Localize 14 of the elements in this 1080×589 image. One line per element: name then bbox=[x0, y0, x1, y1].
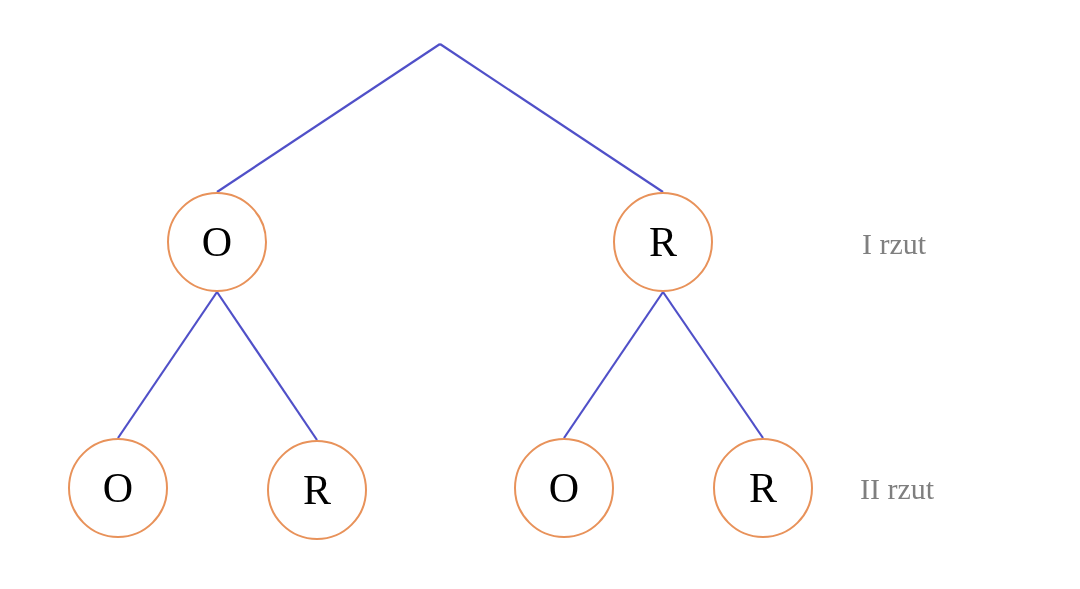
tree-branch bbox=[662, 291, 764, 439]
outcome-letter: R bbox=[749, 467, 777, 509]
throw-label: II rzut bbox=[860, 474, 935, 504]
outcome-letter: R bbox=[649, 221, 677, 263]
tree-branch bbox=[216, 43, 441, 193]
tree-branch bbox=[563, 291, 664, 439]
outcome-letter: O bbox=[548, 467, 580, 509]
throw-label: I rzut bbox=[862, 229, 927, 259]
tree-branch bbox=[117, 291, 218, 439]
tree-branch bbox=[216, 291, 318, 441]
outcome-letter: O bbox=[102, 467, 134, 509]
outcome-letter: R bbox=[303, 469, 331, 511]
tree-branch bbox=[439, 43, 664, 193]
outcome-letter: O bbox=[201, 221, 233, 263]
